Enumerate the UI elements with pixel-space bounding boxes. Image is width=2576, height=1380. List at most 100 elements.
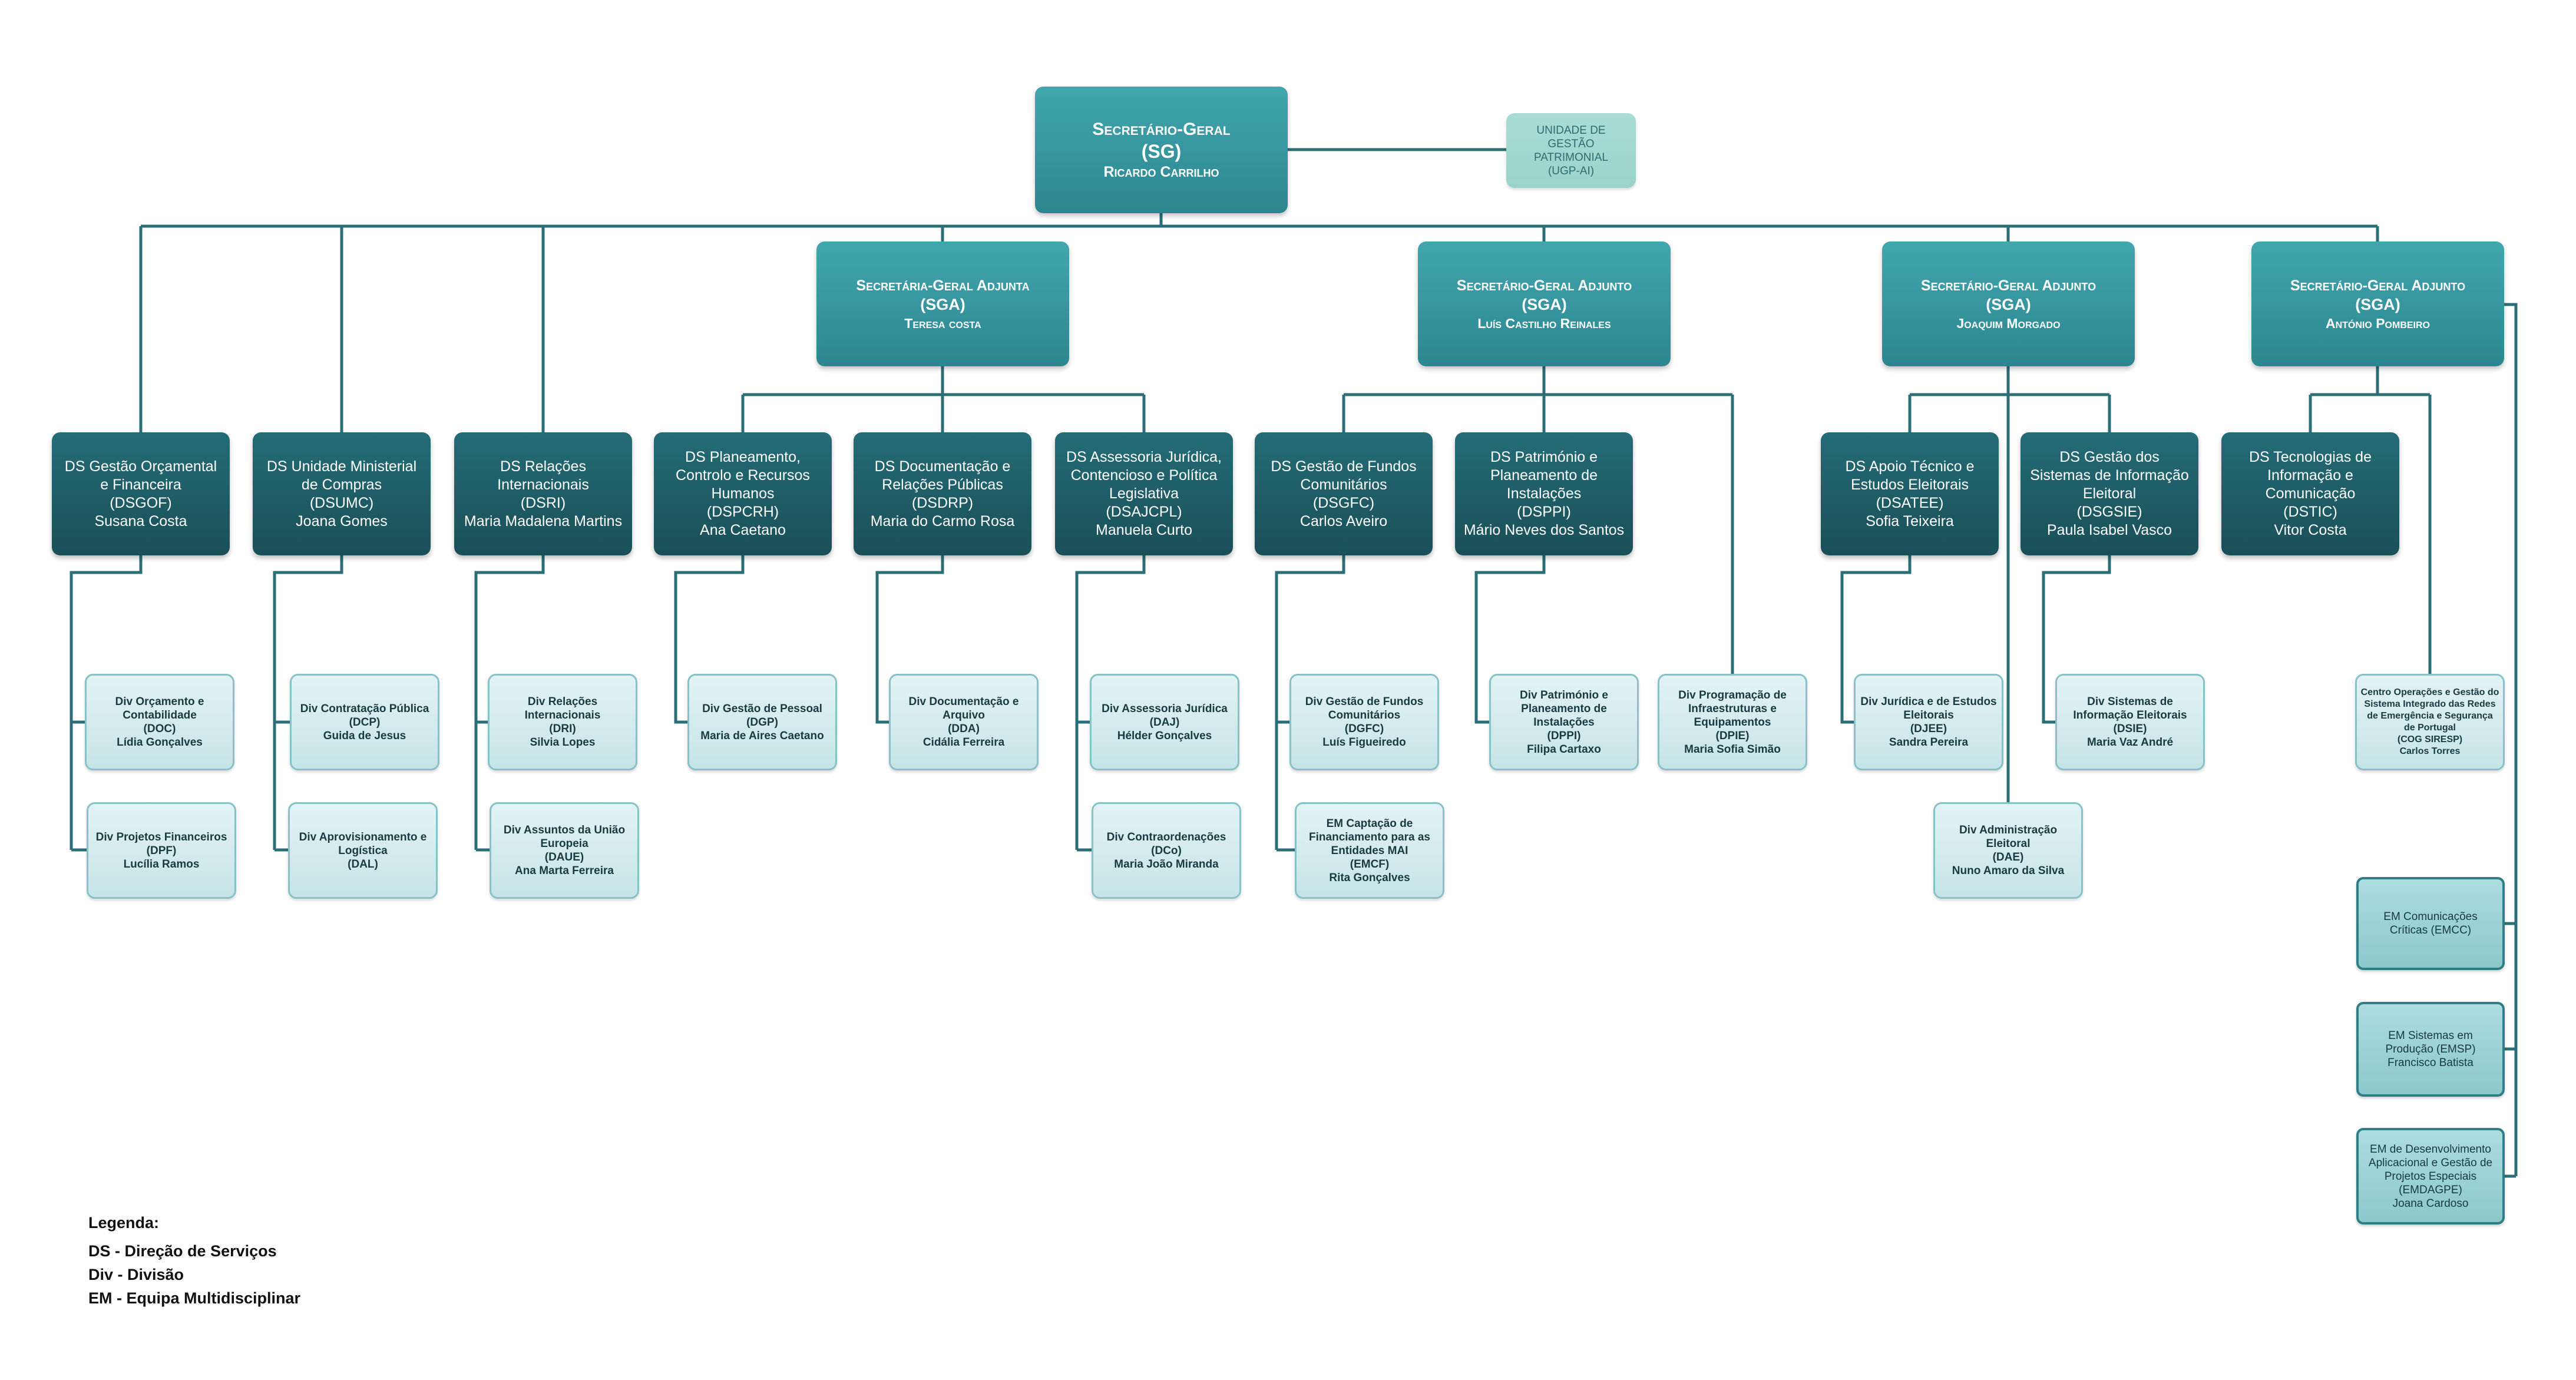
ds-acronym: (DSUMC) (309, 494, 374, 511)
div-acronym: (DAJ) (1149, 716, 1180, 729)
ds-box-dstic: DS Tecnologias de Informação e Comunicaç… (2221, 432, 2399, 555)
legend-item-ds: DS - Direção de Serviços (88, 1242, 277, 1260)
div-title: Div Assessoria Jurídica (1102, 702, 1228, 715)
div-title: Div Contratação Pública (300, 702, 429, 715)
ugp-box: UNIDADE DE GESTÃO PATRIMONIAL (UGP-AI) (1506, 113, 1636, 188)
ds-name: Carlos Aveiro (1299, 512, 1388, 530)
div-box-dppi: Div Património e Planeamento de Instalaç… (1489, 674, 1639, 770)
div-title: Div Gestão de Pessoal (702, 702, 822, 715)
ds-title: DS Documentação e Relações Públicas (874, 458, 1011, 493)
ds-name: Paula Isabel Vasco (2046, 522, 2172, 538)
ds-title: DS Tecnologias de Informação e Comunicaç… (2248, 449, 2372, 502)
ds-box-dsppi: DS Património e Planeamento de Instalaçõ… (1455, 432, 1633, 555)
div-box-dri: Div Relações Internacionais (DRI) Silvia… (488, 674, 637, 770)
div-box-dpf: Div Projetos Financeiros (DPF) Lucília R… (87, 802, 236, 899)
sg-acronym: (SG) (1141, 140, 1182, 162)
div-name: Carlos Torres (2399, 746, 2461, 756)
div-name: Nuno Amaro da Silva (1952, 865, 2065, 877)
ugp-title: UNIDADE DE GESTÃO PATRIMONIAL (1534, 124, 1608, 164)
ds-acronym: (DSAJCPL) (1106, 504, 1182, 520)
div-box-dal: Div Aprovisionamento e Logística (DAL) (288, 802, 438, 899)
sga-box-antonio: Secretário-Geral Adjunto (SGA) António P… (2251, 241, 2504, 366)
em-title: EM Sistemas em Produção (EMSP) (2385, 1030, 2476, 1055)
ds-box-dsumc: DS Unidade Ministerial de Compras (DSUMC… (253, 432, 431, 555)
div-name: Maria de Aires Caetano (700, 729, 824, 742)
ds-box-dsatee: DS Apoio Técnico e Estudos Eleitorais (D… (1821, 432, 1999, 555)
div-acronym: (DGFC) (1344, 723, 1384, 735)
ds-title: DS Relações Internacionais (497, 458, 589, 493)
ds-acronym: (DSPPI) (1517, 504, 1571, 520)
sga-box-joaquim: Secretário-Geral Adjunto (SGA) Joaquim M… (1882, 241, 2135, 366)
div-name: Maria Vaz André (2086, 736, 2174, 749)
ds-title: DS Assessoria Jurídica, Contencioso e Po… (1066, 449, 1222, 502)
div-box-daue: Div Assuntos da União Europeia (DAUE) An… (490, 802, 639, 899)
ds-acronym: (DSGOF) (110, 494, 172, 511)
div-name: Cidália Ferreira (922, 736, 1005, 749)
legend-title: Legenda: (88, 1214, 160, 1232)
ds-acronym: (DSGFC) (1312, 494, 1375, 511)
div-acronym: (DRI) (549, 723, 576, 735)
ds-title: DS Gestão Orçamental e Financeira (64, 458, 217, 493)
ds-box-dsgof: DS Gestão Orçamental e Financeira (DSGOF… (52, 432, 230, 555)
ds-box-dsajcpl: DS Assessoria Jurídica, Contencioso e Po… (1055, 432, 1233, 555)
div-box-dgp: Div Gestão de Pessoal (DGP) Maria de Air… (687, 674, 837, 770)
div-title: Div Administração Eleitoral (1959, 824, 2058, 850)
div-title: Div Documentação e Arquivo (908, 696, 1019, 722)
sg-name: Ricardo Carrilho (1103, 163, 1219, 180)
em-box-emcc: EM Comunicações Críticas (EMCC) (2356, 877, 2505, 970)
legend-item-em: EM - Equipa Multidisciplinar (88, 1289, 301, 1307)
ds-acronym: (DSDRP) (911, 494, 974, 511)
div-name: Maria João Miranda (1114, 858, 1219, 871)
div-name: Filipa Cartaxo (1527, 743, 1601, 756)
div-box-dco: Div Contraordenações (DCo) Maria João Mi… (1092, 802, 1241, 899)
em-title: EM de Desenvolvimento Aplicacional e Ges… (2368, 1143, 2493, 1183)
div-title: Div Assuntos da União Europeia (503, 824, 626, 850)
div-acronym: (DAE) (1992, 851, 2024, 863)
div-box-dpie: Div Programação de Infraestruturas e Equ… (1658, 674, 1807, 770)
div-title: Div Jurídica e de Estudos Eleitorais (1860, 696, 1997, 722)
div-acronym: (DAL) (348, 858, 378, 871)
sga-box-teresa: Secretária-Geral Adjunta (SGA) Teresa co… (816, 241, 1069, 366)
ds-title: DS Planeamento, Controlo e Recursos Huma… (676, 449, 810, 502)
div-name: Silvia Lopes (530, 736, 596, 749)
div-acronym: (DCo) (1151, 844, 1182, 857)
ds-acronym: (DSGSIE) (2076, 504, 2142, 520)
div-acronym: (DJEE) (1910, 723, 1947, 735)
sga-box-luis: Secretário-Geral Adjunto (SGA) Luís Cast… (1418, 241, 1671, 366)
em-box-emsp: EM Sistemas em Produção (EMSP) Francisco… (2356, 1002, 2505, 1097)
div-box-dae: Div Administração Eleitoral (DAE) Nuno A… (1933, 802, 2083, 899)
ds-acronym: (DSRI) (520, 494, 566, 511)
div-title: EM Captação de Financiamento para as Ent… (1309, 817, 1430, 857)
div-title: Div Programação de Infraestruturas e Equ… (1678, 689, 1787, 729)
div-acronym: (DPIE) (1715, 729, 1750, 742)
div-name: Lídia Gonçalves (117, 736, 203, 749)
sga-name: Teresa costa (904, 315, 981, 331)
div-acronym: (DGP) (746, 716, 778, 729)
ds-name: Maria do Carmo Rosa (870, 512, 1015, 530)
div-box-cog-siresp: Centro Operações e Gestão do Sistema Int… (2355, 674, 2505, 770)
div-title: Centro Operações e Gestão do Sistema Int… (2360, 687, 2499, 733)
em-name: Joana Cardoso (2392, 1197, 2469, 1210)
div-acronym: (DOC) (143, 723, 176, 735)
sga-title: Secretária-Geral Adjunta (856, 277, 1030, 294)
ds-box-dsgsie: DS Gestão dos Sistemas de Informação Ele… (2021, 432, 2198, 555)
div-name: Guida de Jesus (323, 729, 406, 742)
ds-box-dsri: DS Relações Internacionais (DSRI) Maria … (454, 432, 632, 555)
sga-title: Secretário-Geral Adjunto (1456, 277, 1632, 294)
div-name: Lucília Ramos (123, 858, 200, 871)
div-box-djee: Div Jurídica e de Estudos Eleitorais (DJ… (1854, 674, 2003, 770)
div-box-doc: Div Orçamento e Contabilidade (DOC) Lídi… (85, 674, 234, 770)
sg-box: Secretário-Geral (SG) Ricardo Carrilho (1035, 87, 1288, 213)
ds-acronym: (DSPCRH) (706, 504, 779, 520)
em-name: Francisco Batista (2387, 1057, 2474, 1069)
div-title: Div Aprovisionamento e Logística (299, 830, 427, 857)
div-acronym: (DDA) (948, 723, 980, 735)
div-name: Sandra Pereira (1889, 736, 1969, 749)
em-box-emdagpe: EM de Desenvolvimento Aplicacional e Ges… (2356, 1128, 2505, 1225)
div-title: Div Gestão de Fundos Comunitários (1305, 696, 1424, 722)
div-name: Ana Marta Ferreira (515, 865, 614, 877)
ugp-acronym: (UGP-AI) (1547, 164, 1595, 177)
div-title: Div Sistemas de Informação Eleitorais (2073, 696, 2187, 722)
